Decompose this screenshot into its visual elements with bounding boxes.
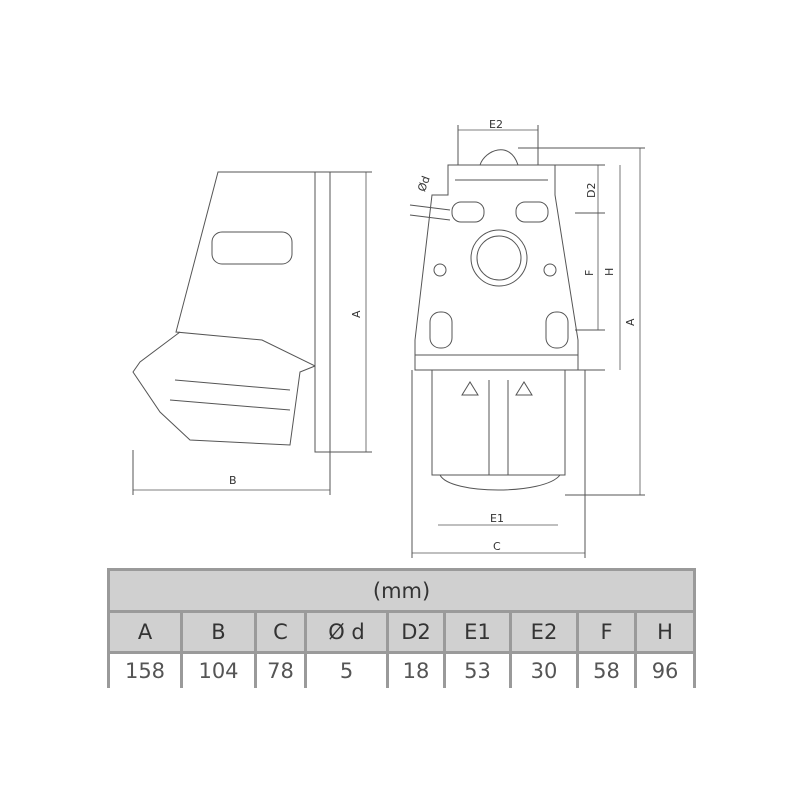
value-cell: 18 <box>386 651 446 688</box>
column-header: D2 <box>386 610 446 654</box>
value-cell: 158 <box>107 651 183 688</box>
column-header: C <box>254 610 307 654</box>
unit-header: (mm) <box>106 568 697 613</box>
value-cell: 5 <box>304 651 389 688</box>
column-header: H <box>633 610 697 654</box>
value-cell: 53 <box>443 651 512 688</box>
dim-label-e2: E2 <box>489 118 503 131</box>
dim-label-od: Ød <box>415 174 433 193</box>
dim-label-a-side: A <box>350 310 363 318</box>
dim-label-e1: E1 <box>490 512 504 525</box>
dimensions-table: (mm) A B C Ø d D2 E1 E2 F H 158 104 78 5… <box>106 568 697 688</box>
dim-label-f: F <box>583 270 596 276</box>
side-view <box>132 171 372 495</box>
column-header: F <box>576 610 637 654</box>
column-header: A <box>107 610 183 654</box>
value-cell: 96 <box>633 651 697 688</box>
value-cell: 58 <box>576 651 637 688</box>
dim-label-d2: D2 <box>585 183 598 198</box>
value-cell: 104 <box>180 651 257 688</box>
dim-label-c: C <box>493 540 501 553</box>
dim-label-b: B <box>229 474 237 487</box>
column-header: E2 <box>509 610 579 654</box>
value-cell: 78 <box>254 651 307 688</box>
dim-label-h: H <box>603 268 616 276</box>
front-view <box>409 125 645 558</box>
technical-drawing: A B E2 Ød D2 F H A E1 C <box>132 118 645 558</box>
column-header: E1 <box>443 610 512 654</box>
column-header: Ø d <box>304 610 389 654</box>
value-cell: 30 <box>509 651 579 688</box>
dim-label-a-front: A <box>624 318 637 326</box>
column-header: B <box>180 610 257 654</box>
